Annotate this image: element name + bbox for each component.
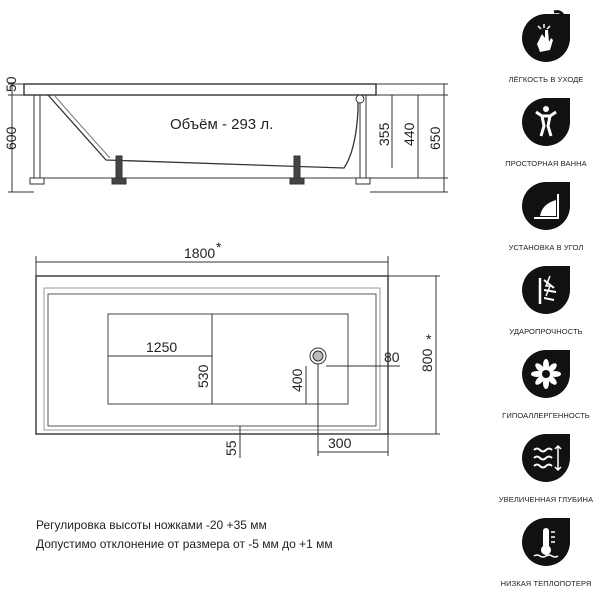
feature-corner-install: УСТАНОВКА В УГОЛ <box>492 176 600 260</box>
side-view <box>8 83 448 193</box>
feature-easy-care: ЛЁГКОСТЬ В УХОДЕ <box>492 8 600 92</box>
dim-inner: 440 <box>401 122 417 146</box>
dim-drain-edge: 80 <box>384 349 400 365</box>
impact-resistance-icon <box>522 266 570 314</box>
hand-wipe-icon <box>522 10 570 62</box>
feature-increased-depth: УВЕЛИЧЕННАЯ ГЛУБИНА <box>492 428 600 512</box>
dim-drain-offset: 400 <box>289 368 305 392</box>
feature-low-heat-loss: НИЗКАЯ ТЕПЛОПОТЕРЯ <box>492 512 600 596</box>
note-feet-adjustment: Регулировка высоты ножками -20 +35 мм <box>36 518 267 532</box>
dim-length-mark: * <box>216 239 222 255</box>
thermometer-icon <box>522 518 570 566</box>
tub-body <box>47 94 359 169</box>
dim-total-left: 600 <box>3 126 19 150</box>
dim-overall: 650 <box>427 126 443 150</box>
dim-depth: 355 <box>376 122 392 146</box>
corner-install-icon <box>522 182 570 230</box>
tub-rim <box>23 83 377 96</box>
dim-width-mark: * <box>426 331 432 347</box>
dim-drain-from-end: 300 <box>328 435 352 451</box>
waves-depth-icon <box>522 434 570 482</box>
dim-rim: 50 <box>3 76 19 92</box>
top-view <box>35 256 440 458</box>
note-tolerance: Допустимо отклонение от размера от -5 мм… <box>36 537 333 551</box>
feature-spacious: ПРОСТОРНАЯ ВАННА <box>492 92 600 176</box>
dim-wall: 55 <box>223 440 239 456</box>
installation-notes: Регулировка высоты ножками -20 +35 мм До… <box>36 516 333 554</box>
dim-width: 800 <box>419 348 435 372</box>
adjustable-feet <box>29 155 371 185</box>
dim-length: 1800 <box>184 245 215 261</box>
tub-bottom <box>107 313 349 405</box>
tub-outline <box>35 275 389 435</box>
person-stretch-icon <box>522 98 570 146</box>
dim-bottom-width: 530 <box>195 364 211 388</box>
flower-icon <box>522 350 570 398</box>
feature-hypoallergenic: ГИПОАЛЛЕРГЕННОСТЬ <box>492 344 600 428</box>
tub-inner-rim <box>47 293 377 427</box>
feature-impact-resistance: УДАРОПРОЧНОСТЬ <box>492 260 600 344</box>
dim-bottom-length: 1250 <box>146 339 177 355</box>
volume-label: Объём - 293 л. <box>170 116 273 133</box>
